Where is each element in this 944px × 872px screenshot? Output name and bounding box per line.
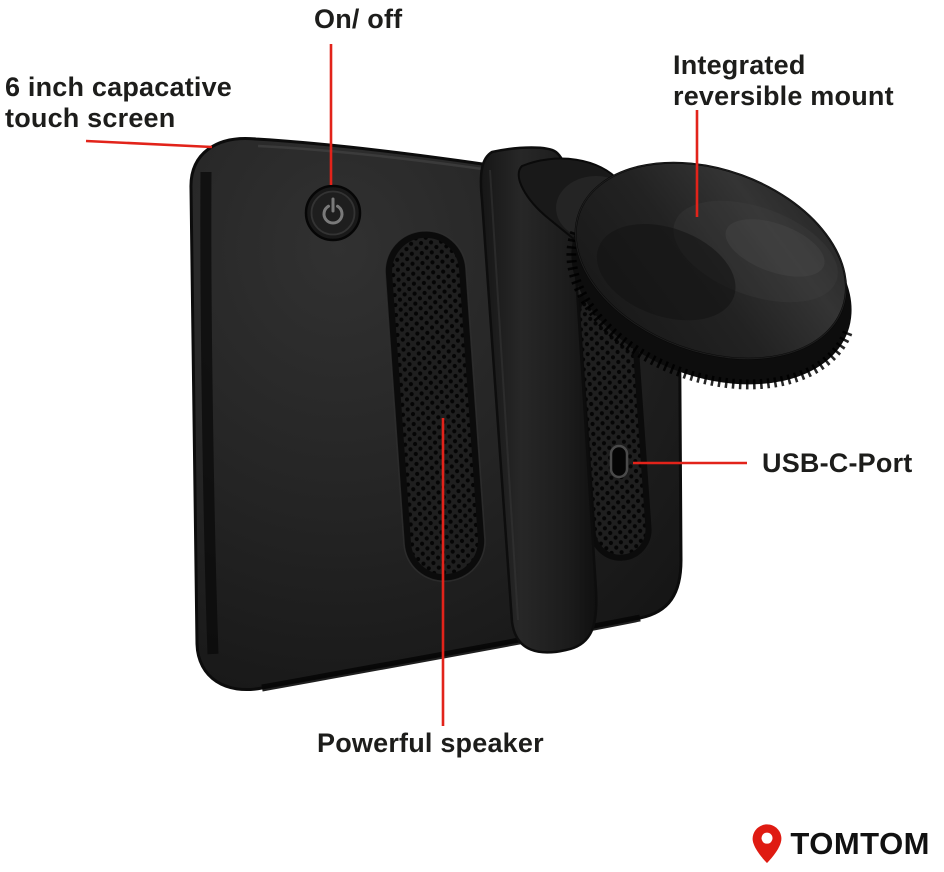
label-usb-port: USB-C-Port bbox=[762, 448, 913, 479]
label-mount-line1: Integrated bbox=[673, 50, 806, 80]
mount-disc bbox=[566, 161, 853, 390]
label-on-off: On/ off bbox=[314, 4, 402, 35]
line-touch-screen bbox=[85, 139, 213, 149]
label-touch-screen-line2: touch screen bbox=[5, 103, 176, 134]
label-touch-screen: 6 inch capacative touch screen bbox=[5, 72, 232, 135]
mount-strap bbox=[479, 146, 598, 654]
label-mount: Integrated reversible mount bbox=[673, 50, 894, 113]
label-speaker-text: Powerful speaker bbox=[317, 728, 544, 758]
label-on-off-text: On/ off bbox=[314, 4, 403, 34]
speaker-grille-left bbox=[384, 229, 486, 583]
label-mount-line2: reversible mount bbox=[673, 81, 894, 112]
power-icon bbox=[322, 197, 344, 225]
label-speaker: Powerful speaker bbox=[317, 728, 544, 759]
power-button bbox=[304, 184, 362, 242]
brand-logo: tomtom bbox=[751, 823, 930, 864]
brand-wordmark: tomtom bbox=[790, 825, 930, 861]
label-touch-screen-line1: 6 inch capacative bbox=[5, 72, 233, 102]
annotation-lines bbox=[85, 44, 747, 726]
usb-c-port bbox=[609, 444, 629, 479]
label-usb-port-text: USB-C-Port bbox=[762, 448, 913, 478]
location-pin-icon bbox=[752, 824, 782, 864]
